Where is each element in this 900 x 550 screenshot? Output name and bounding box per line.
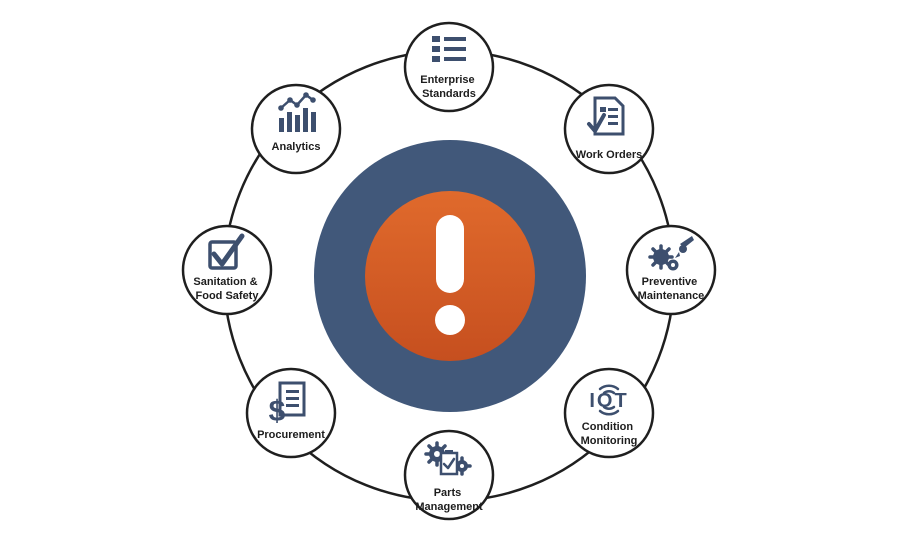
svg-text:Analytics: Analytics bbox=[272, 141, 321, 153]
node-circle bbox=[403, 21, 495, 113]
node-label-line: Analytics bbox=[272, 141, 321, 153]
node-analytics: Analytics bbox=[250, 83, 342, 175]
node-circle bbox=[181, 224, 273, 316]
node-label-line: Preventive bbox=[642, 276, 698, 288]
svg-text:Sanitation & Food Safety: Sanitation & Food Safety bbox=[193, 276, 260, 302]
node-condition-monitoring: IOT Condition Monitoring bbox=[563, 367, 655, 459]
node-label-line: Work Orders bbox=[576, 149, 642, 161]
bar-chart-trend-icon bbox=[278, 92, 316, 132]
node-label-line: Condition bbox=[582, 421, 634, 433]
node-label-line: Food Safety bbox=[196, 290, 260, 302]
svg-text:Preventive Maintenance: Preventive Maintenance bbox=[638, 276, 705, 302]
center-hub bbox=[314, 140, 586, 412]
node-work-orders: Work Orders bbox=[563, 83, 655, 175]
node-circle bbox=[563, 367, 655, 459]
node-label-line: Monitoring bbox=[581, 435, 638, 447]
exclamation-mark-icon bbox=[435, 215, 465, 335]
node-parts-management: Parts Management bbox=[403, 429, 495, 521]
list-icon bbox=[432, 36, 466, 62]
svg-text:Procurement: Procurement bbox=[257, 429, 325, 441]
node-label-line: Procurement bbox=[257, 429, 325, 441]
node-label-line: Management bbox=[415, 501, 483, 513]
clipboard-gears-icon bbox=[424, 441, 472, 476]
svg-text:Parts Management: Parts Management bbox=[415, 487, 483, 513]
node-label-line: Maintenance bbox=[638, 290, 705, 302]
node-label-line: Sanitation & bbox=[193, 276, 257, 288]
dollar-document-icon: $ bbox=[269, 381, 306, 428]
svg-text:IOT: IOT bbox=[589, 390, 628, 412]
svg-text:$: $ bbox=[269, 395, 286, 428]
svg-text:Work Orders: Work Orders bbox=[576, 149, 642, 161]
svg-text:Condition Monitoring: Condition Monitoring bbox=[581, 421, 638, 447]
node-label-line: Parts bbox=[434, 487, 462, 499]
checkbox-icon bbox=[208, 233, 245, 270]
iot-signal-icon: IOT bbox=[589, 384, 628, 416]
svg-text:Enterprise Standards: Enterprise Standards bbox=[420, 74, 477, 100]
document-checkmark-icon bbox=[587, 96, 625, 136]
node-procurement: $ Procurement bbox=[245, 367, 337, 459]
node-label-line: Enterprise bbox=[420, 74, 474, 86]
gears-oil-can-icon bbox=[648, 236, 694, 271]
node-enterprise-standards: Enterprise Standards bbox=[403, 21, 495, 113]
node-label-line: Standards bbox=[422, 88, 476, 100]
node-sanitation-food-safety: Sanitation & Food Safety bbox=[181, 224, 273, 316]
node-preventive-maintenance: Preventive Maintenance bbox=[625, 224, 717, 316]
